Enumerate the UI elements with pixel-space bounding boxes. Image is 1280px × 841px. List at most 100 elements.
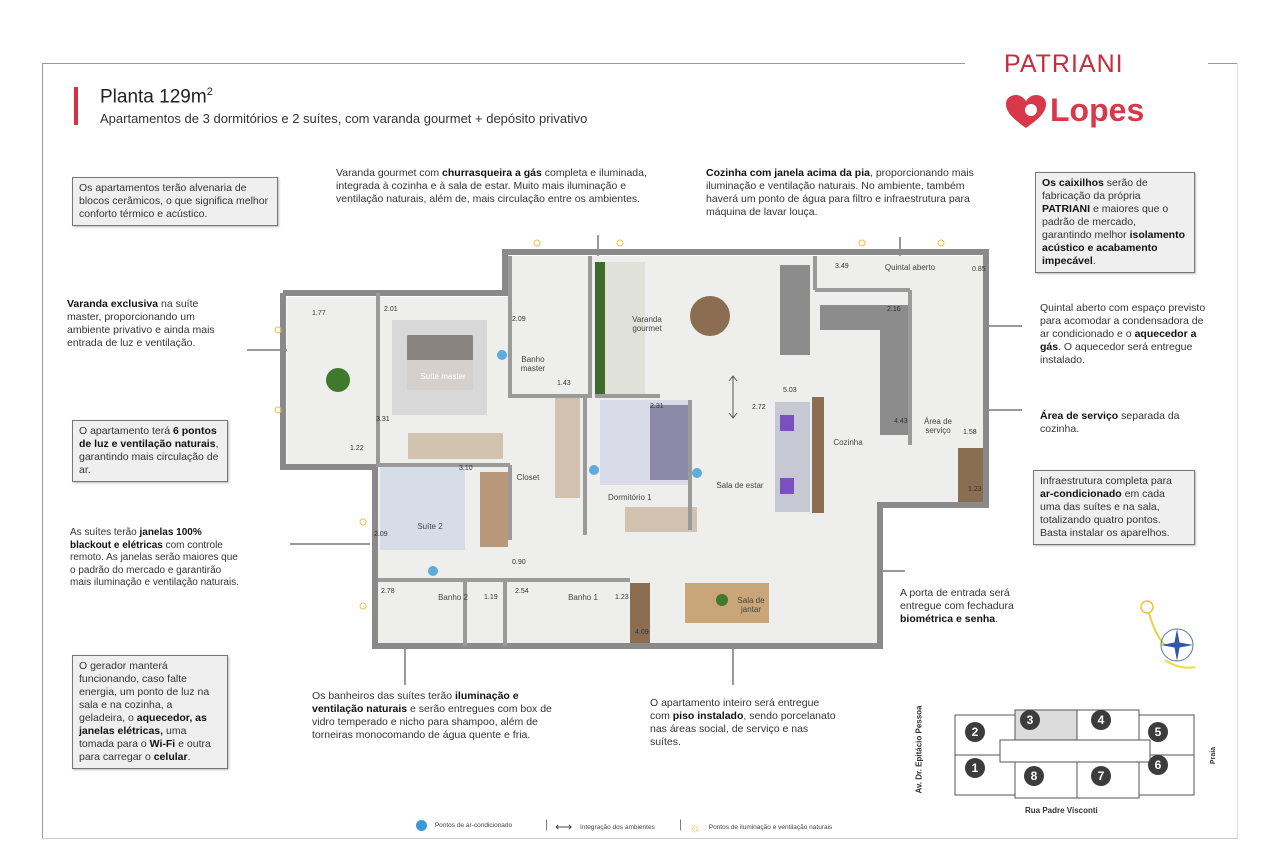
note-text: , garantindo mais circulação de ar. [79, 438, 219, 476]
dimension: 0.85 [972, 266, 986, 273]
legend-separator: | [679, 817, 683, 831]
dimension: 2.01 [384, 306, 398, 313]
building-location-map [954, 709, 1195, 799]
note-text: Os caixilhos [1042, 177, 1104, 189]
note-text: uma tomada para o [79, 725, 187, 750]
dimension: 1.19 [484, 594, 498, 601]
dimension: 2.78 [381, 588, 395, 595]
note-text: As suítes terão [70, 527, 140, 538]
compass-sun-icon [1140, 600, 1196, 669]
note-text: . [1092, 255, 1096, 267]
street-right-label: Praia [1210, 746, 1218, 765]
note-text: biométrica e senha [900, 613, 996, 625]
note-text: aquecedor, as janelas elétricas, [79, 712, 207, 737]
room-label-quintal-aberto: Quintal aberto [884, 263, 936, 272]
dimension: 3.31 [376, 416, 390, 423]
dimension: 1.77 [312, 310, 326, 317]
unit-marker-6: 6 [1148, 755, 1168, 775]
dimension: 3.10 [459, 465, 473, 472]
note-text: e maiores que o padrão de mercado, garan… [1042, 203, 1169, 241]
note-text: piso instalado [672, 710, 744, 722]
note-varanda-gourmet: Varanda gourmet com churrasqueira a gás … [336, 167, 666, 206]
note-text: . [187, 751, 191, 763]
note-piso: O apartamento inteiro será entregue com … [650, 697, 840, 749]
note-text: aquecedor a gás [1040, 328, 1197, 353]
sun-icon: ☼ [689, 820, 701, 835]
note-text: completa e iluminada, integrada à cozinh… [336, 167, 647, 205]
note-text: Cozinha com janela acima da pia [706, 167, 870, 179]
note-gerador: O gerador manterá funcionando, caso falt… [72, 655, 228, 769]
unit-marker-4: 4 [1091, 710, 1111, 730]
frame-right-line [1237, 63, 1238, 839]
legend-ac: Pontos de ar-condicionado [416, 820, 512, 831]
note-pontos-luz: O apartamento terá 6 pontos de luz e ven… [72, 420, 228, 482]
note-text: Os apartamentos terão alvenaria de bloco… [79, 182, 269, 220]
room-label-sala-estar: Sala de estar [716, 481, 764, 490]
page-subtitle: Apartamentos de 3 dormitórios e 2 suítes… [100, 111, 588, 126]
air-conditioner-icon [416, 820, 427, 831]
note-alvenaria: Os apartamentos terão alvenaria de bloco… [72, 177, 278, 226]
room-label-closet: Closet [516, 473, 540, 482]
room-label-cozinha: Cozinha [833, 438, 863, 447]
note-text: . O aquecedor será entregue instalado. [1040, 341, 1193, 366]
note-text: O gerador manterá funcionando, caso falt… [79, 660, 210, 724]
note-text: O apartamento terá [79, 425, 173, 437]
note-text: Infraestrutura completa para [1040, 475, 1172, 487]
note-text: na suíte master, proporcionando um ambie… [67, 298, 215, 349]
note-text: Os banheiros das suítes terão [312, 690, 455, 702]
note-text: 6 pontos de luz e ventilação naturais [79, 425, 217, 450]
note-text: Área de serviço [1040, 410, 1119, 422]
dimension: 5.03 [783, 387, 797, 394]
unit-marker-8: 8 [1024, 766, 1044, 786]
note-text: O apartamento inteiro será entregue com [650, 697, 820, 722]
note-text: A porta de entrada será entregue com fec… [900, 587, 1014, 612]
note-text: Wi-Fi [149, 738, 176, 750]
note-caixilhos: Os caixilhos serão de fabricação da próp… [1035, 172, 1195, 273]
page-title: Planta 129m2 [100, 86, 213, 108]
dimension: 3.49 [835, 263, 849, 270]
lopes-logo: Lopes [1050, 92, 1145, 128]
dimension: 0.90 [512, 559, 526, 566]
note-text: churrasqueira a gás [442, 167, 542, 179]
heart-icon [1006, 95, 1046, 128]
integration-arrow-icon [728, 375, 738, 419]
note-ar-condicionado: Infraestrutura completa para ar-condicio… [1033, 470, 1195, 545]
frame-left-line [42, 63, 43, 839]
double-arrow-icon: ⟷ [555, 820, 573, 834]
unit-marker-3: 3 [1020, 710, 1040, 730]
dimension: 1.23 [968, 486, 982, 493]
note-banheiros: Os banheiros das suítes terão iluminação… [312, 690, 562, 742]
room-label-banho-1: Banho 1 [568, 593, 598, 602]
note-varanda-exclusiva: Varanda exclusiva na suíte master, propo… [67, 298, 227, 350]
dimension: 1.22 [350, 445, 364, 452]
room-label-area-servico: Área de serviço [923, 417, 953, 435]
room-label-banho-2: Banho 2 [438, 593, 468, 602]
dimension: 4.43 [894, 418, 908, 425]
note-cozinha: Cozinha com janela acima da pia, proporc… [706, 167, 986, 219]
street-left-label: Av. Dr. Epitácio Pessoa [914, 705, 924, 794]
room-label-suite-2: Suíte 2 [417, 522, 443, 531]
dimension: 1.43 [557, 380, 571, 387]
note-text: . [995, 613, 999, 625]
note-text: iluminação e ventilação naturais [312, 690, 519, 715]
note-text: e serão entregues com box de vidro tempe… [312, 703, 552, 741]
title-accent-bar [74, 87, 78, 125]
sun-icons [274, 239, 945, 610]
legend-sun: ☼ Pontos de iluminação e ventilação natu… [689, 820, 833, 835]
room-label-dormitorio-1: Dormitório 1 [608, 493, 652, 502]
note-porta-entrada: A porta de entrada será entregue com fec… [900, 587, 1050, 626]
dimension: 1.58 [963, 429, 977, 436]
room-label-suite-master: Suíte master [420, 372, 466, 381]
note-quintal: Quintal aberto com espaço previsto para … [1040, 302, 1215, 367]
note-text: celular [153, 751, 188, 763]
room-label-sala-jantar: Sala de jantar [737, 596, 765, 614]
note-text: e outra para carregar o [79, 738, 211, 763]
dimension: 2.09 [374, 531, 388, 538]
note-text: separada da cozinha. [1040, 410, 1180, 435]
note-text: Varanda exclusiva [67, 298, 159, 310]
dimension: 2.54 [515, 588, 529, 595]
note-text: isolamento acústico e acabamento impecáv… [1042, 229, 1185, 267]
unit-marker-5: 5 [1148, 722, 1168, 742]
note-text: serão de fabricação da própria [1042, 177, 1148, 202]
